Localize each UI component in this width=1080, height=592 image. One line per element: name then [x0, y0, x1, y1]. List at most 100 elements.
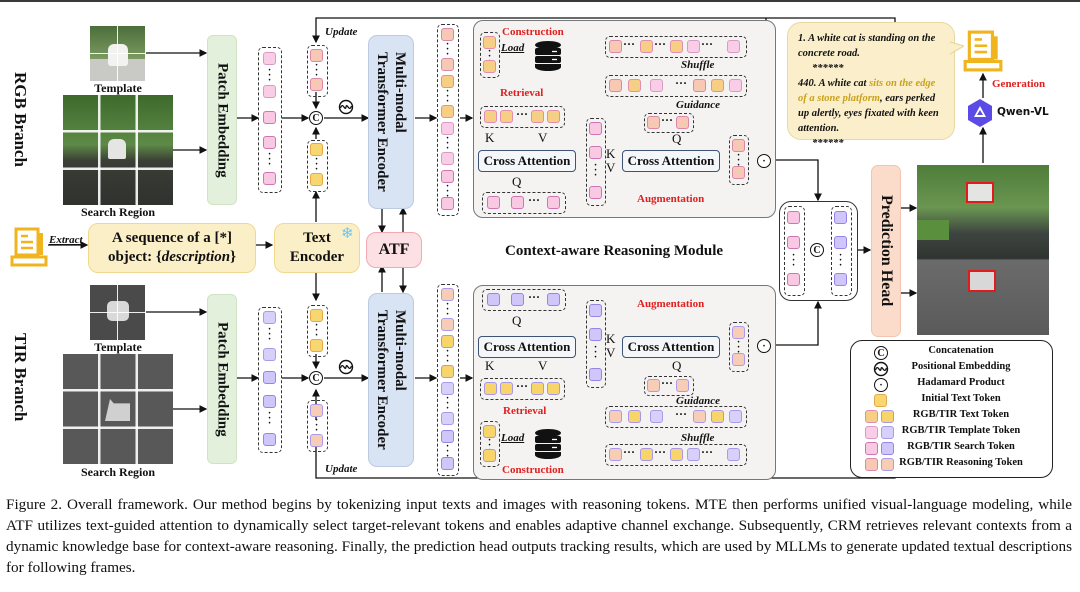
legend-item: RGB/TIR Text Token [851, 409, 1052, 425]
positional-embedding-icon [338, 359, 354, 375]
figure-caption: Figure 2. Overall framework. Our method … [6, 496, 1072, 576]
rgb-search-token [441, 197, 454, 210]
tir-text-token [711, 410, 724, 423]
tir-reasoning-token [609, 448, 622, 461]
crm-rgb-panel [473, 20, 776, 218]
rgb-search-token [787, 211, 800, 224]
k-label: K [485, 130, 495, 145]
v-label: V [606, 160, 616, 175]
v-label: V [538, 130, 548, 145]
rgb-text-token [441, 75, 454, 88]
v-label: V [606, 345, 616, 360]
q-label: Q [672, 131, 682, 146]
legend-item: C Concatenation [851, 345, 1052, 361]
rgb-reasoning-token [647, 116, 660, 129]
rgb-text-token [628, 79, 641, 92]
prediction-head: Prediction Head [871, 165, 901, 337]
tir-text-token-column [307, 305, 328, 357]
qwen-vl-label: Qwen-VL [997, 106, 1049, 118]
rgb-patch-embedding: Patch Embedding [207, 35, 237, 205]
rgb-search-label: Search Region [80, 205, 156, 219]
top-border [0, 0, 1080, 2]
rgb-text-token [484, 110, 497, 123]
rgb-text-token-column [307, 140, 328, 192]
tir-patch-embedding: Patch Embedding [207, 294, 237, 464]
database-icon [535, 41, 561, 71]
tir-bounding-box [968, 270, 996, 292]
rgb-text-token [441, 105, 454, 118]
crm-tir-panel [473, 285, 776, 480]
rgb-search-token [441, 170, 454, 183]
tir-search-token [487, 293, 500, 306]
rgb-search-token [589, 122, 602, 135]
rgb-text-token [483, 60, 496, 73]
rgb-search-token-icon [865, 442, 878, 455]
rgb-text-token [711, 79, 724, 92]
update-label-top: Update [325, 26, 358, 38]
rgb-reasoning-token [732, 166, 745, 179]
rgb-reasoning-token [676, 116, 689, 129]
rgb-text-token [670, 40, 683, 53]
rgb-mte-output-token-column [437, 24, 459, 216]
rgb-template-token [650, 79, 663, 92]
crm-title: Context-aware Reasoning Module [505, 243, 724, 259]
tir-shuffled-tokens [605, 406, 747, 428]
rgb-template-token [441, 122, 454, 135]
rgb-reasoning-token [310, 78, 323, 91]
initial-text-token [310, 173, 323, 186]
tir-search-label: Search Region [80, 465, 156, 479]
legend-item: RGB/TIR Template Token [851, 425, 1052, 441]
guidance-label: Guidance [676, 395, 720, 407]
text-encoder-box: Text Encoder [274, 223, 360, 273]
guidance-label: Guidance [676, 99, 720, 111]
rgb-template-label: Template [94, 81, 142, 95]
rgb-text-token [640, 40, 653, 53]
tir-search-token [589, 328, 602, 341]
rgb-cross-attention-guidance: Cross Attention [622, 150, 720, 172]
tir-search-token [589, 304, 602, 317]
rgb-search-token [787, 273, 800, 286]
rgb-text-token [547, 110, 560, 123]
description-line-440: 440. A white cat sits on the edge of a s… [798, 78, 939, 134]
tir-search-token [511, 293, 524, 306]
tir-search-token [589, 368, 602, 381]
construction-label: Construction [502, 26, 564, 38]
tir-text-token [547, 382, 560, 395]
positional-embedding-icon [338, 99, 354, 115]
generation-label: Generation [992, 78, 1046, 90]
document-icon [10, 227, 48, 267]
tir-search-token [834, 236, 847, 249]
shuffle-label: Shuffle [681, 59, 715, 71]
rgb-template-token [727, 40, 740, 53]
retrieval-label: Retrieval [503, 405, 547, 417]
rgb-reasoning-token [441, 58, 454, 71]
tir-text-token [628, 410, 641, 423]
tir-reasoning-token [310, 434, 323, 447]
rgb-template-token [263, 52, 276, 65]
tir-reasoning-token-icon [881, 458, 894, 471]
tir-cross-attention-guidance: Cross Attention [622, 336, 720, 358]
tir-reasoning-token [693, 410, 706, 423]
rgb-reasoning-token-icon [865, 458, 878, 471]
positional-embedding-icon [873, 361, 889, 377]
rgb-template-token-icon [865, 426, 878, 439]
tir-search-image [63, 354, 173, 464]
description-bubble: 1. A white cat is standing on the concre… [787, 22, 955, 149]
rgb-search-token [589, 186, 602, 199]
description-line-1: 1. A white cat is standing on the concre… [798, 33, 936, 59]
concatenation-icon: C [309, 111, 323, 125]
load-label: Load [501, 432, 525, 444]
extract-label: Extract [49, 234, 83, 246]
tir-template-token [650, 410, 663, 423]
tir-reasoning-token-column [307, 400, 328, 452]
tir-template-image [90, 285, 145, 340]
hadamard-product-icon: · [874, 378, 888, 392]
k-label: K [606, 331, 616, 346]
k-label: K [606, 146, 616, 161]
tir-text-token [500, 382, 513, 395]
tir-template-token-icon [881, 426, 894, 439]
tir-mte-output-token-column [437, 284, 459, 476]
rgb-template-token [263, 85, 276, 98]
